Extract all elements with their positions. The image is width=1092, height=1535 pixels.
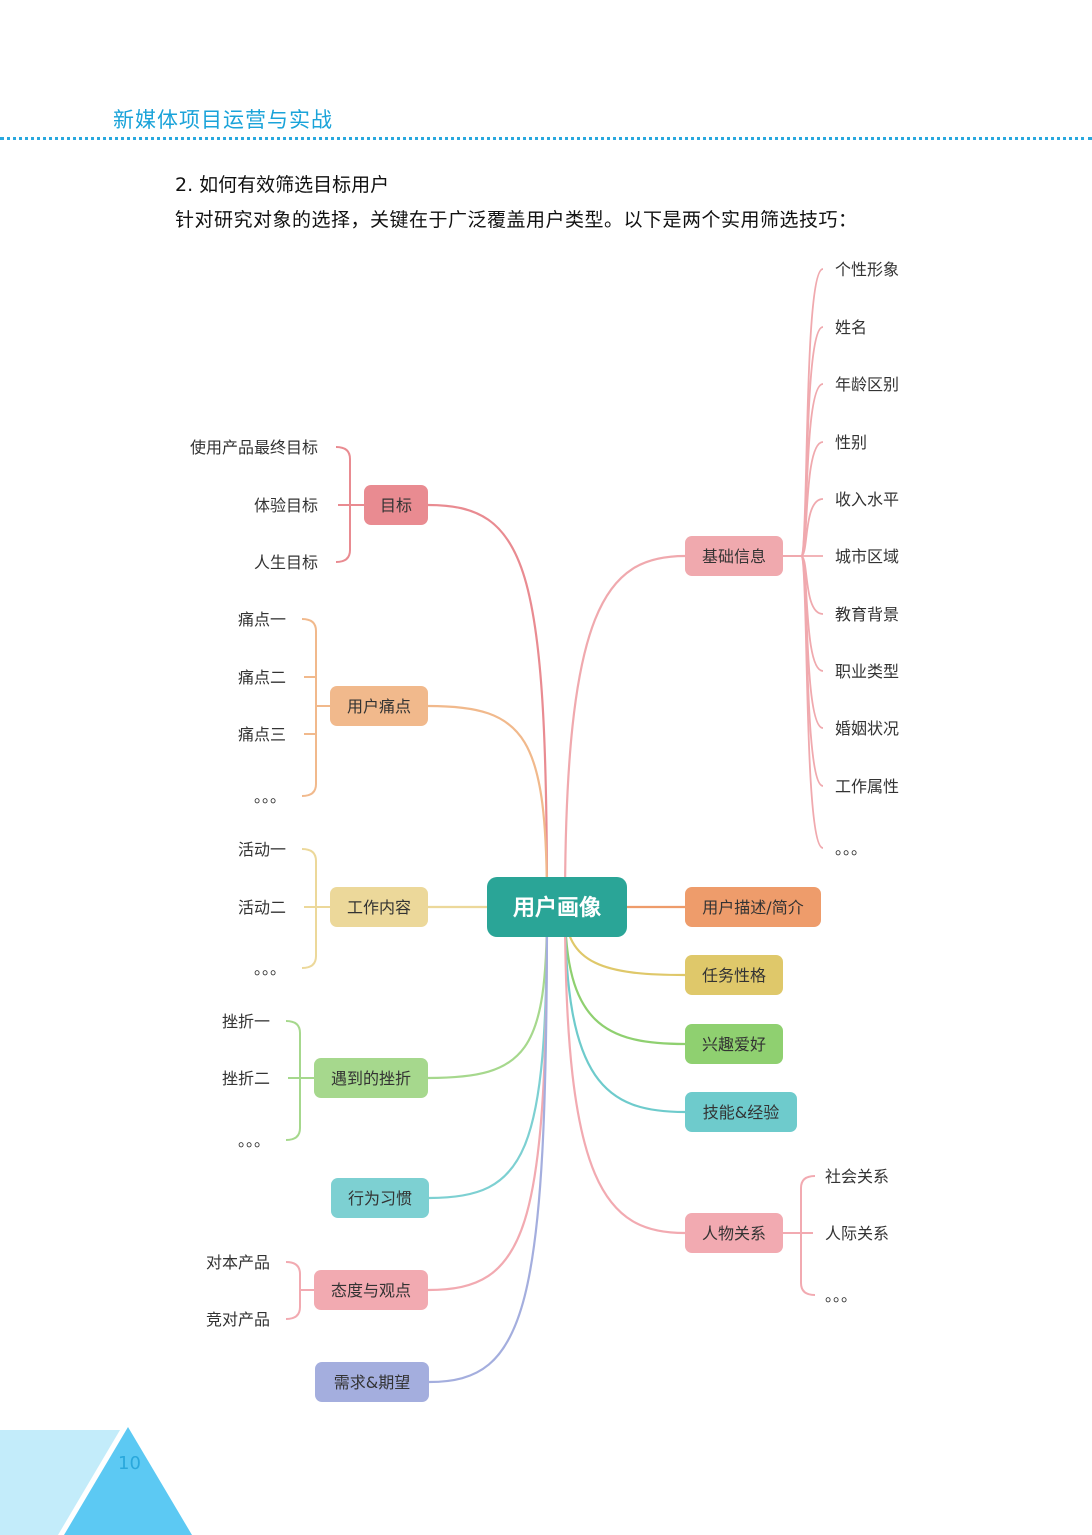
leaf-label: 。。。 [254,959,286,978]
branch-node-left-0[interactable]: 目标 [364,485,428,525]
leaf-label: 痛点一 [238,610,286,629]
branch-node-left-4[interactable]: 行为习惯 [331,1178,429,1218]
leaf-label: 竞对产品 [206,1310,270,1329]
branch-label: 用户痛点 [347,697,411,716]
branch-node-left-1[interactable]: 用户痛点 [330,686,428,726]
branch-label: 任务性格 [702,966,766,985]
branch-node-right-0[interactable]: 基础信息 [685,536,783,576]
footer-blue-triangle [64,1427,192,1535]
leaf-label: 对本产品 [206,1253,270,1272]
branch-node-left-6[interactable]: 需求&期望 [315,1362,429,1402]
branch-label: 行为习惯 [348,1189,412,1208]
branch-label: 用户描述/简介 [702,898,803,917]
leaf-label: 。。。 [254,787,286,806]
leaf-label: 人际关系 [825,1224,889,1243]
branch-label: 工作内容 [347,898,411,917]
leaf-label: 职业类型 [835,662,899,681]
section-heading: 2. 如何有效筛选目标用户 [175,174,390,196]
leaf-label: 教育背景 [835,605,899,624]
leaf-label: 挫折一 [222,1012,270,1031]
branch-label: 目标 [380,496,412,515]
leaf-label: 痛点三 [238,725,286,744]
leaf-label: 姓名 [835,318,867,337]
connector-left-1 [427,704,549,908]
branch-node-left-3[interactable]: 遇到的挫折 [314,1058,428,1098]
branch-label: 遇到的挫折 [331,1069,411,1088]
center-node[interactable]: 用户画像 [487,877,627,937]
leaf-label: 痛点二 [238,668,286,687]
connector-left-0 [427,503,549,908]
bracket [301,618,317,797]
bracket [285,1020,301,1141]
fan-line [800,326,824,557]
branch-node-right-5[interactable]: 人物关系 [685,1213,783,1253]
bracket [285,1261,301,1320]
footer-light-triangle [0,1430,120,1535]
leaf-label: 使用产品最终目标 [190,438,318,457]
leaf-label: 人生目标 [254,553,318,572]
connector-right-5 [563,906,686,1235]
leaf-label: 性别 [835,433,867,452]
leaf-label: 婚姻状况 [835,719,899,738]
page-number: 10 [118,1453,141,1474]
branch-label: 兴趣爱好 [702,1035,766,1054]
branch-label: 态度与观点 [331,1281,411,1300]
leaf-label: 社会关系 [825,1167,889,1186]
branch-label: 需求&期望 [334,1373,410,1392]
leaf-label: 年龄区别 [835,375,899,394]
branch-node-right-4[interactable]: 技能&经验 [685,1092,797,1132]
dotted-rule [0,137,1092,140]
branch-node-left-5[interactable]: 态度与观点 [314,1270,428,1310]
leaf-label: 活动一 [238,840,286,859]
leaf-label: 挫折二 [222,1069,270,1088]
fan-line [800,383,824,557]
connector-right-4 [563,906,686,1114]
branch-label: 基础信息 [702,547,766,566]
connector-left-4 [428,906,549,1200]
bracket [800,1175,816,1296]
branch-node-right-2[interactable]: 任务性格 [685,955,783,995]
fan-line [800,555,824,849]
leaf-label: 个性形象 [835,260,899,279]
leaf-label: 活动二 [238,898,286,917]
center-label: 用户画像 [513,895,602,921]
leaf-label: 。。。 [835,839,867,858]
branch-label: 人物关系 [702,1224,766,1243]
connector-right-0 [563,554,686,908]
fan-line [800,498,824,557]
leaf-label: 工作属性 [835,777,899,796]
leaf-label: 体验目标 [254,496,318,515]
leaf-label: 收入水平 [835,490,899,509]
branch-node-left-2[interactable]: 工作内容 [330,887,428,927]
leaf-label: 。。。 [825,1286,857,1305]
connector-left-5 [427,906,549,1292]
leaf-label: 。。。 [238,1131,270,1150]
branch-node-right-1[interactable]: 用户描述/简介 [685,887,821,927]
page-title: 新媒体项目运营与实战 [113,108,333,132]
bracket [301,848,317,969]
connector-left-6 [428,906,549,1384]
branch-node-right-3[interactable]: 兴趣爱好 [685,1024,783,1064]
section-subtitle: 针对研究对象的选择，关键在于广泛覆盖用户类型。以下是两个实用筛选技巧： [175,209,858,231]
leaf-label: 城市区域 [835,547,899,566]
branch-label: 技能&经验 [703,1103,779,1122]
